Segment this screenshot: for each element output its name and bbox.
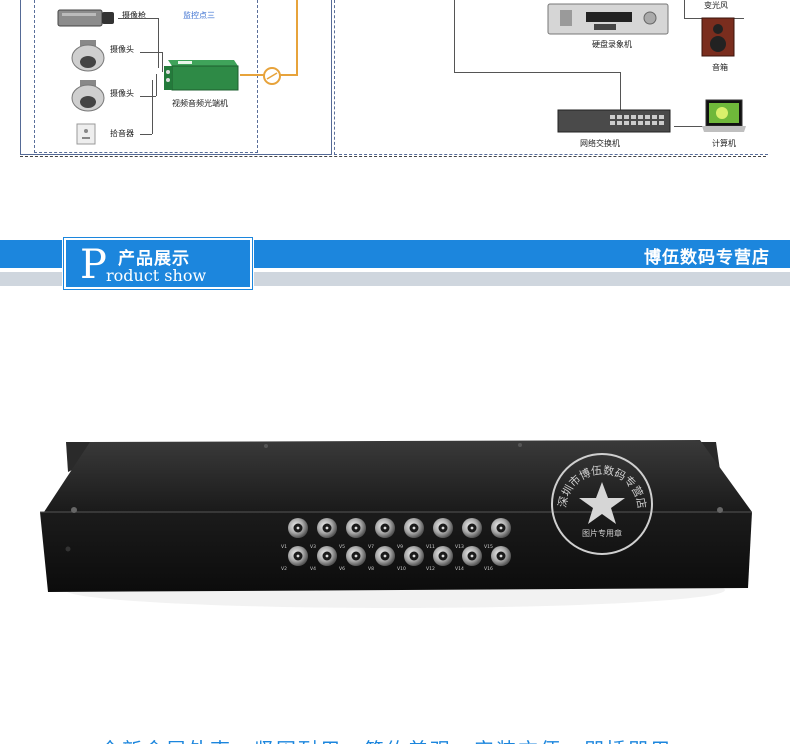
bnc-port-label: V4: [310, 566, 316, 572]
bnc-port-label: V8: [368, 566, 374, 572]
bnc-port-label: V1: [281, 544, 287, 550]
bnc-port-pin: [499, 526, 503, 530]
bnc-port-label: V7: [368, 544, 374, 550]
bnc-port-pin: [325, 554, 329, 558]
chassis-front: [40, 512, 752, 592]
badge-title-cn: 产品展示: [118, 249, 190, 269]
watermark-seal: 深圳市博伍数码专营店 图片专用章: [551, 453, 653, 555]
bnc-port-pin: [470, 554, 474, 558]
bnc-port-label: V11: [426, 544, 435, 550]
dome-camera-icon: [71, 80, 105, 112]
bnc-port-pin: [354, 526, 358, 530]
laptop-icon: [702, 99, 746, 132]
bnc-port-pin: [412, 526, 416, 530]
badge-title-en: roduct show: [106, 266, 207, 285]
network-switch-icon: [557, 109, 671, 133]
bnc-port-label: V5: [339, 544, 345, 550]
screw: [264, 444, 268, 448]
product-caption: 全新金属外壳，坚固耐用，简约美观，安装方便，即插即用: [0, 728, 790, 744]
chassis-top: [44, 440, 752, 512]
bnc-port-pin: [441, 554, 445, 558]
product-caption-text: 全新金属外壳，坚固耐用，简约美观，安装方便，即插即用: [100, 734, 672, 744]
watermark-bottom-text: 图片专用章: [582, 528, 622, 538]
divider-line: [20, 156, 766, 157]
bnc-port-label: V10: [397, 566, 406, 572]
pickup-label: 拾音器: [110, 129, 134, 138]
screw: [71, 507, 77, 513]
screw: [717, 507, 723, 513]
fiber-connector-icon: [263, 67, 281, 85]
badge-big-letter: P: [80, 242, 107, 288]
bnc-port-label: V6: [339, 566, 345, 572]
dvr-label: 硬盘录象机: [592, 40, 632, 49]
bnc-port-pin: [499, 554, 503, 558]
switch-label: 网络交换机: [580, 139, 620, 148]
bnc-port-label: V16: [484, 566, 493, 572]
bnc-port-array: [288, 518, 511, 566]
bnc-port-pin: [296, 526, 300, 530]
bnc-port-pin: [383, 526, 387, 530]
store-name: 博伍数码专营店: [644, 248, 770, 268]
banner-gray-left: [0, 272, 62, 286]
dome-camera-icon: [71, 40, 105, 72]
bnc-port-pin: [412, 554, 416, 558]
bnc-port-pin: [296, 554, 300, 558]
system-diagram: 摄像枪 监控点三 摄像头 摄像头 拾音器 视频音频光端机: [0, 0, 790, 165]
bnc-port-label: V3: [310, 544, 316, 550]
screw: [518, 443, 522, 447]
bnc-port-pin: [354, 554, 358, 558]
control-center-panel: [334, 0, 768, 155]
speaker-top-label: 变光风: [704, 1, 728, 10]
monitor-point-panel: [34, 0, 258, 153]
power-led: [65, 546, 71, 552]
optical-transmitter-icon: [164, 60, 239, 91]
speaker-icon: [701, 17, 735, 57]
gun-camera-icon: [57, 9, 114, 27]
dvr-icon: [547, 3, 669, 35]
bnc-port-pin: [470, 526, 474, 530]
bnc-port-label: V9: [397, 544, 403, 550]
bnc-port-label: V13: [455, 544, 464, 550]
section-banner: P 产品展示 roduct show 博伍数码专营店: [0, 237, 790, 290]
banner-gray-right: [254, 272, 790, 286]
banner-bar-left: [0, 240, 62, 268]
product-show-badge: P 产品展示 roduct show: [63, 237, 253, 290]
bnc-port-pin: [383, 554, 387, 558]
star-icon: [579, 482, 625, 524]
diagram-frame-left: [20, 0, 332, 155]
dome-camera-label-2: 摄像头: [110, 89, 134, 98]
computer-label: 计算机: [712, 139, 736, 148]
microphone-pickup-icon: [76, 123, 96, 145]
banner-bar-right: [254, 240, 790, 268]
dome-camera-label-1: 摄像头: [110, 45, 134, 54]
bnc-port-label: V12: [426, 566, 435, 572]
monitor-point-label: 监控点三: [183, 11, 215, 20]
speaker-label: 音箱: [712, 63, 728, 72]
bnc-port-label: V14: [455, 566, 464, 572]
bnc-port-label: V2: [281, 566, 287, 572]
bnc-port-pin: [441, 526, 445, 530]
bnc-port-label: V15: [484, 544, 493, 550]
bnc-port-pin: [325, 526, 329, 530]
gun-camera-label: 摄像枪: [122, 11, 146, 20]
optical-transmitter-label: 视频音频光端机: [172, 99, 228, 108]
